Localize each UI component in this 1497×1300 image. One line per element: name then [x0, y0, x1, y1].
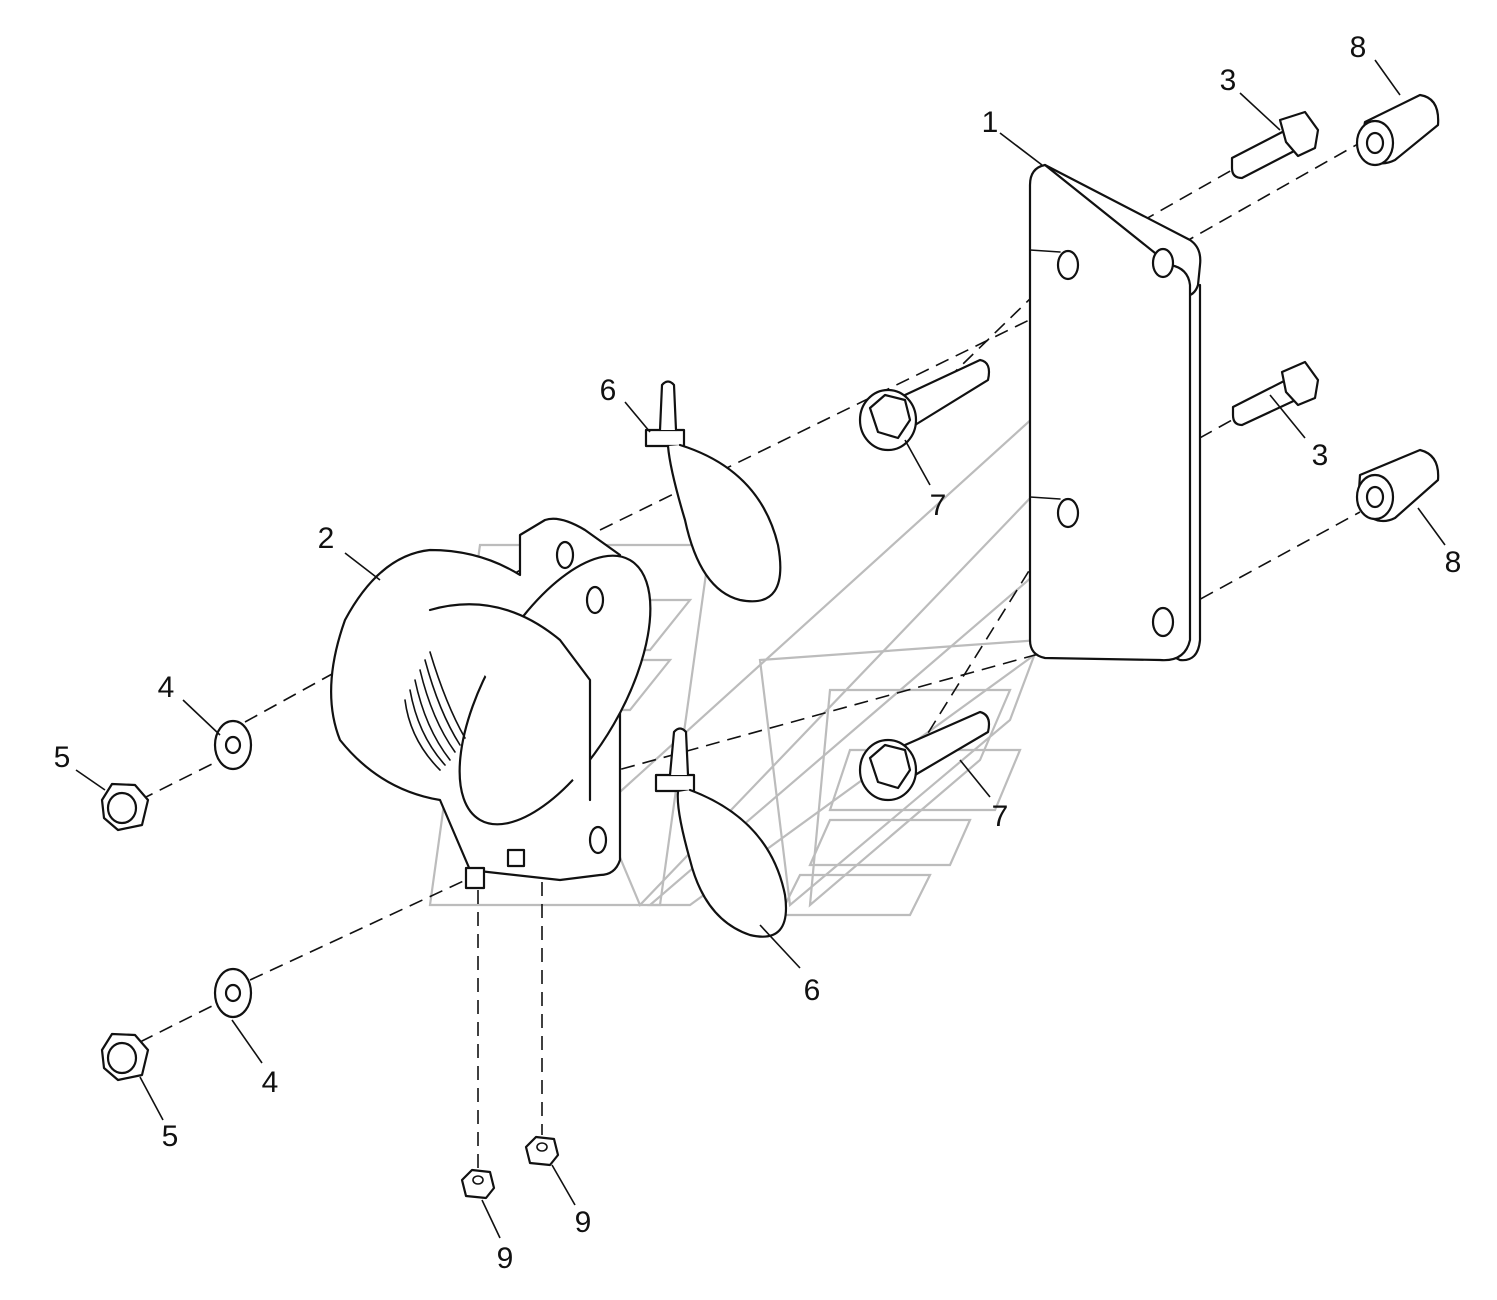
connector-socket — [330, 517, 652, 890]
callout-7-lower: 7 — [992, 800, 1009, 833]
callout-9-bottom: 9 — [497, 1242, 514, 1275]
hex-bolt-lower — [1231, 360, 1320, 427]
callout-3-upper: 3 — [1220, 64, 1237, 97]
hex-bolt-upper — [1230, 110, 1320, 180]
nut-upper — [100, 782, 150, 832]
callout-8-upper: 8 — [1350, 31, 1367, 64]
leader-lines — [75, 59, 1446, 1239]
mounting-plate — [1028, 163, 1202, 662]
callout-5-lower: 5 — [162, 1120, 179, 1153]
callout-5-upper: 5 — [54, 741, 71, 774]
callout-4-lower: 4 — [262, 1066, 279, 1099]
callout-2: 2 — [318, 522, 335, 555]
washer-lower — [213, 967, 253, 1019]
flange-bolt-upper — [858, 358, 991, 452]
callout-6-lower: 6 — [804, 974, 821, 1007]
small-nut-right — [524, 1135, 560, 1167]
cable-tie-upper — [644, 380, 782, 603]
small-nut-left — [460, 1168, 496, 1200]
callout-4-upper: 4 — [158, 671, 175, 704]
nut-lower — [100, 1032, 150, 1082]
spacer-upper — [1355, 93, 1440, 167]
callout-8-lower: 8 — [1445, 546, 1462, 579]
spacer-lower — [1355, 448, 1440, 523]
flange-bolt-lower — [858, 710, 991, 802]
callout-numbers: 1 2 3 3 4 4 5 5 6 6 7 7 8 8 9 9 9 — [54, 31, 1462, 1275]
callout-9-right: 9 — [575, 1206, 592, 1239]
callout-1: 1 — [982, 106, 999, 139]
callout-7-upper: 7 — [930, 489, 947, 522]
washer-upper — [213, 719, 253, 771]
callout-6-upper: 6 — [600, 374, 617, 407]
cable-tie-lower — [654, 727, 788, 938]
callout-3-lower: 3 — [1312, 439, 1329, 472]
